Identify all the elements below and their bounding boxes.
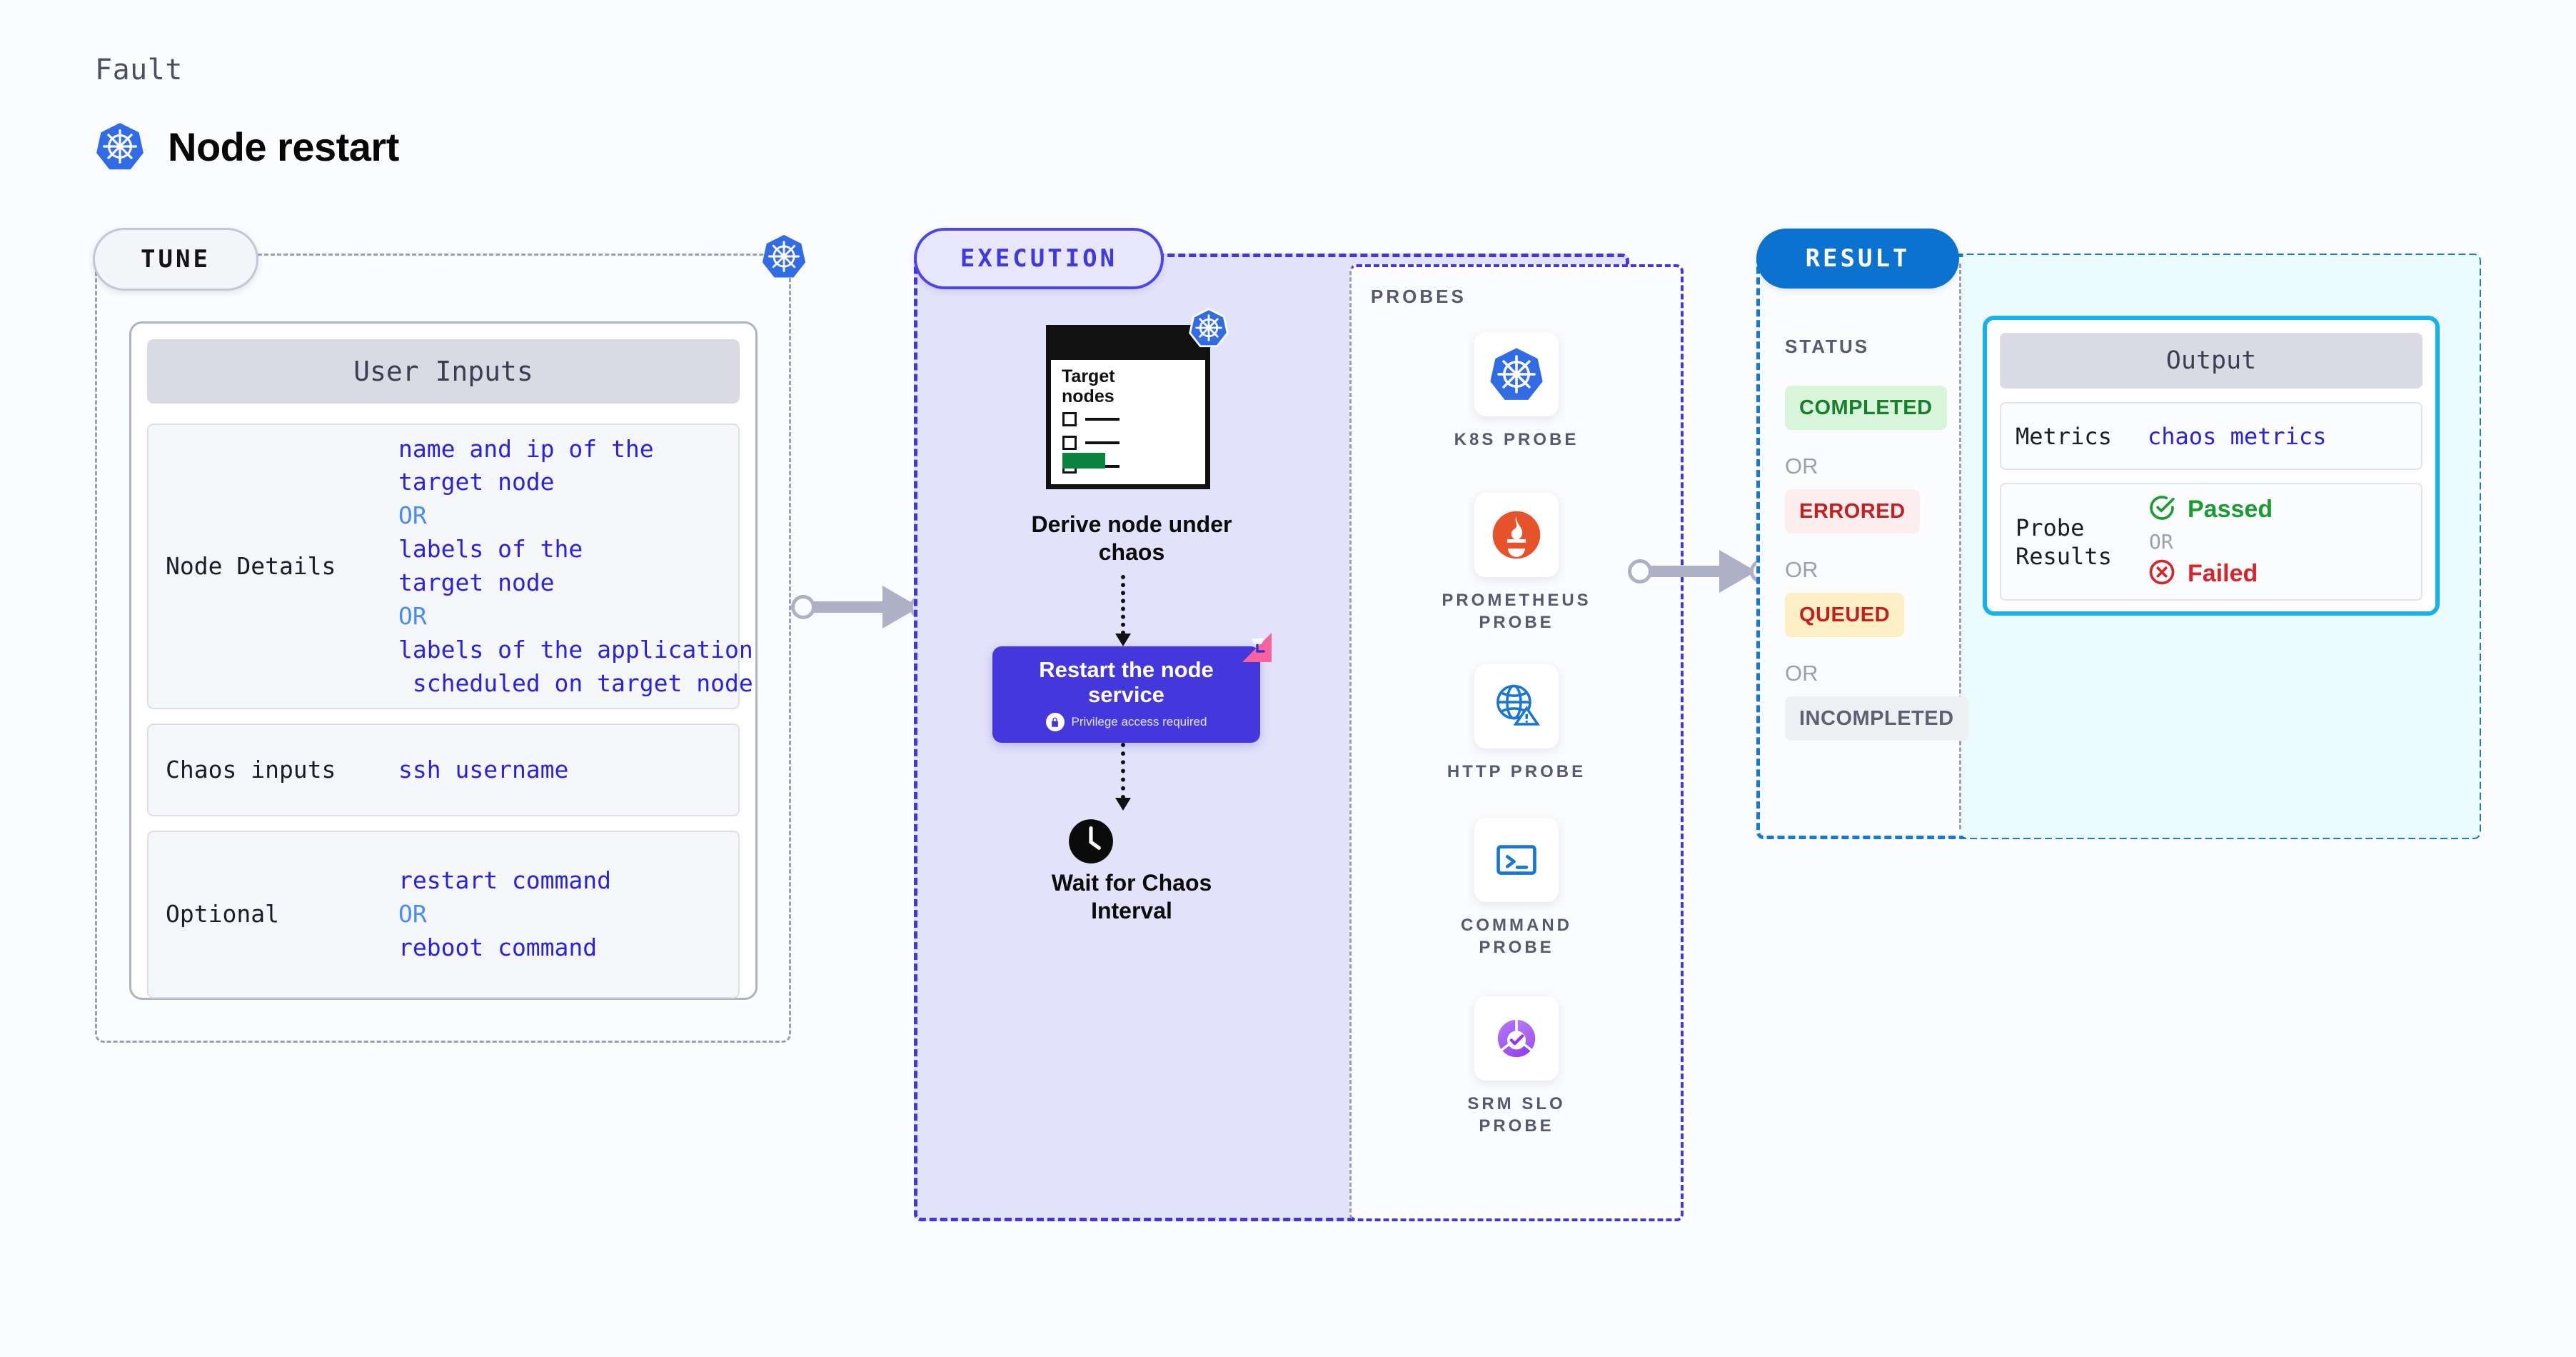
connector-tune-to-execution (791, 586, 934, 629)
or-separator: OR (1785, 454, 1818, 479)
tune-panel: TUNE User Inputs Node Details (93, 228, 806, 1043)
probe-result-failed: Failed (2148, 558, 2273, 590)
output-row-metrics: Metrics chaos metrics (2000, 402, 2422, 470)
kubernetes-logo-icon (1189, 308, 1229, 351)
or-separator: OR (1785, 557, 1818, 582)
row-label: Optional (166, 900, 279, 928)
table-row: Chaos inputs ssh username (147, 723, 740, 816)
output-title: Output (2000, 333, 2422, 389)
checkbox-icon (1062, 412, 1077, 426)
restart-node-service-step: Restart the node service Privilege acces… (992, 633, 1272, 743)
status-badge: INCOMPLETED (1785, 696, 1968, 741)
derive-node-label: Derive node under chaos (1031, 511, 1232, 566)
row-values: restart command OR reboot command (398, 864, 611, 965)
result-output-area: Output Metrics chaos metrics Probe Resul… (1961, 255, 2480, 838)
status-column: STATUS COMPLETED OR ERRORED OR QUEUED OR… (1756, 254, 1968, 839)
probes-title: PROBES (1371, 286, 1466, 307)
fault-title-row: Node restart (95, 121, 399, 171)
row-value: name and ip of the target node (398, 434, 654, 496)
restart-step-title: Restart the node service (1039, 656, 1214, 707)
flow-arrow-icon (1115, 575, 1131, 646)
probe-result-passed-label: Passed (2188, 496, 2273, 523)
row-value: labels of the application scheduled on t… (398, 635, 753, 697)
row-value: ssh username (398, 755, 569, 783)
status-divider (1959, 264, 1961, 829)
privilege-note-text: Privilege access required (1071, 715, 1207, 729)
execution-flow-column: Target nodes (914, 254, 1349, 1221)
checkbox-icon (1062, 436, 1077, 450)
probe-item-srm-slo[interactable]: SRM SLO PROBE (1349, 996, 1684, 1137)
prometheus-logo-icon (1474, 493, 1559, 577)
probe-label: SRM SLO PROBE (1467, 1094, 1566, 1136)
check-circle-icon (2148, 494, 2176, 526)
probe-item-prometheus[interactable]: PROMETHEUS PROBE (1349, 493, 1684, 634)
probe-item-k8s[interactable]: K8S PROBE (1349, 332, 1684, 451)
status-bar (1062, 453, 1105, 469)
kubernetes-logo-icon (95, 121, 145, 171)
table-row: Node Details name and ip of the target n… (147, 424, 753, 709)
target-nodes-document: Target nodes (1046, 308, 1229, 489)
or-separator: OR (398, 501, 427, 530)
output-card: Output Metrics chaos metrics Probe Resul… (1983, 316, 2440, 616)
privilege-note: Privilege access required (1045, 713, 1207, 732)
execution-pill-label: EXECUTION (914, 228, 1164, 289)
status-badge: QUEUED (1785, 593, 1905, 637)
or-separator: OR (398, 601, 427, 630)
row-value: restart command (398, 866, 612, 895)
flow-arrow-icon (1115, 743, 1131, 811)
result-panel: RESULT Output Metrics chaos metrics Prob… (1756, 229, 2481, 839)
user-inputs-title: User Inputs (147, 339, 740, 404)
row-value: labels of the target node (398, 535, 583, 596)
row-value: reboot command (398, 933, 598, 961)
output-row-label: Metrics (2016, 422, 2112, 450)
wait-for-chaos-interval-label: Wait for Chaos Interval (1051, 870, 1212, 924)
status-badge: ERRORED (1785, 489, 1920, 534)
table-row: Optional restart command OR reboot comma… (147, 831, 740, 998)
row-label: Chaos inputs (166, 755, 336, 783)
or-separator: OR (1785, 661, 1818, 686)
user-inputs-card: User Inputs Node Details name and ip of … (129, 321, 758, 1000)
probe-label: COMMAND PROBE (1461, 916, 1572, 957)
output-row-value: chaos metrics (2148, 422, 2327, 450)
srm-slo-icon (1474, 996, 1559, 1081)
probe-result-passed: Passed (2148, 494, 2273, 526)
row-values: ssh username (398, 753, 568, 787)
or-separator: OR (2149, 530, 2173, 554)
probes-panel: PROBES K8S PROBE (1349, 264, 1684, 1221)
globe-warning-icon (1474, 664, 1559, 748)
lock-icon (1045, 713, 1065, 732)
result-pill-label: RESULT (1756, 229, 1959, 289)
or-separator: OR (398, 900, 427, 928)
probe-item-http[interactable]: HTTP PROBE (1349, 664, 1684, 783)
kubernetes-logo-icon (1474, 332, 1559, 416)
fault-kicker-label: Fault (95, 54, 183, 86)
kubernetes-logo-icon (761, 234, 807, 283)
row-label: Node Details (166, 551, 336, 580)
tune-pill-label: TUNE (93, 228, 258, 291)
probe-label: PROMETHEUS PROBE (1442, 591, 1591, 632)
clock-icon (1067, 818, 1115, 868)
target-nodes-title: Target nodes (1062, 366, 1115, 406)
probe-result-values: Passed OR Failed (2148, 494, 2273, 590)
connector-execution-to-result (1628, 550, 1774, 593)
row-values: name and ip of the target node OR labels… (398, 433, 753, 701)
status-badge: COMPLETED (1785, 386, 1947, 430)
output-row-label: Probe Results (2016, 514, 2112, 570)
timer-flag-icon (1230, 633, 1272, 674)
page-title: Node restart (168, 124, 399, 169)
probe-result-failed-label: Failed (2188, 560, 2258, 587)
output-row-probe-results: Probe Results Passed OR (2000, 483, 2422, 601)
status-title: STATUS (1785, 336, 1870, 357)
x-circle-icon (2148, 558, 2176, 590)
probe-item-command[interactable]: COMMAND PROBE (1349, 818, 1684, 958)
probe-label: K8S PROBE (1454, 430, 1579, 449)
terminal-icon (1474, 818, 1559, 902)
probe-label: HTTP PROBE (1447, 762, 1586, 781)
